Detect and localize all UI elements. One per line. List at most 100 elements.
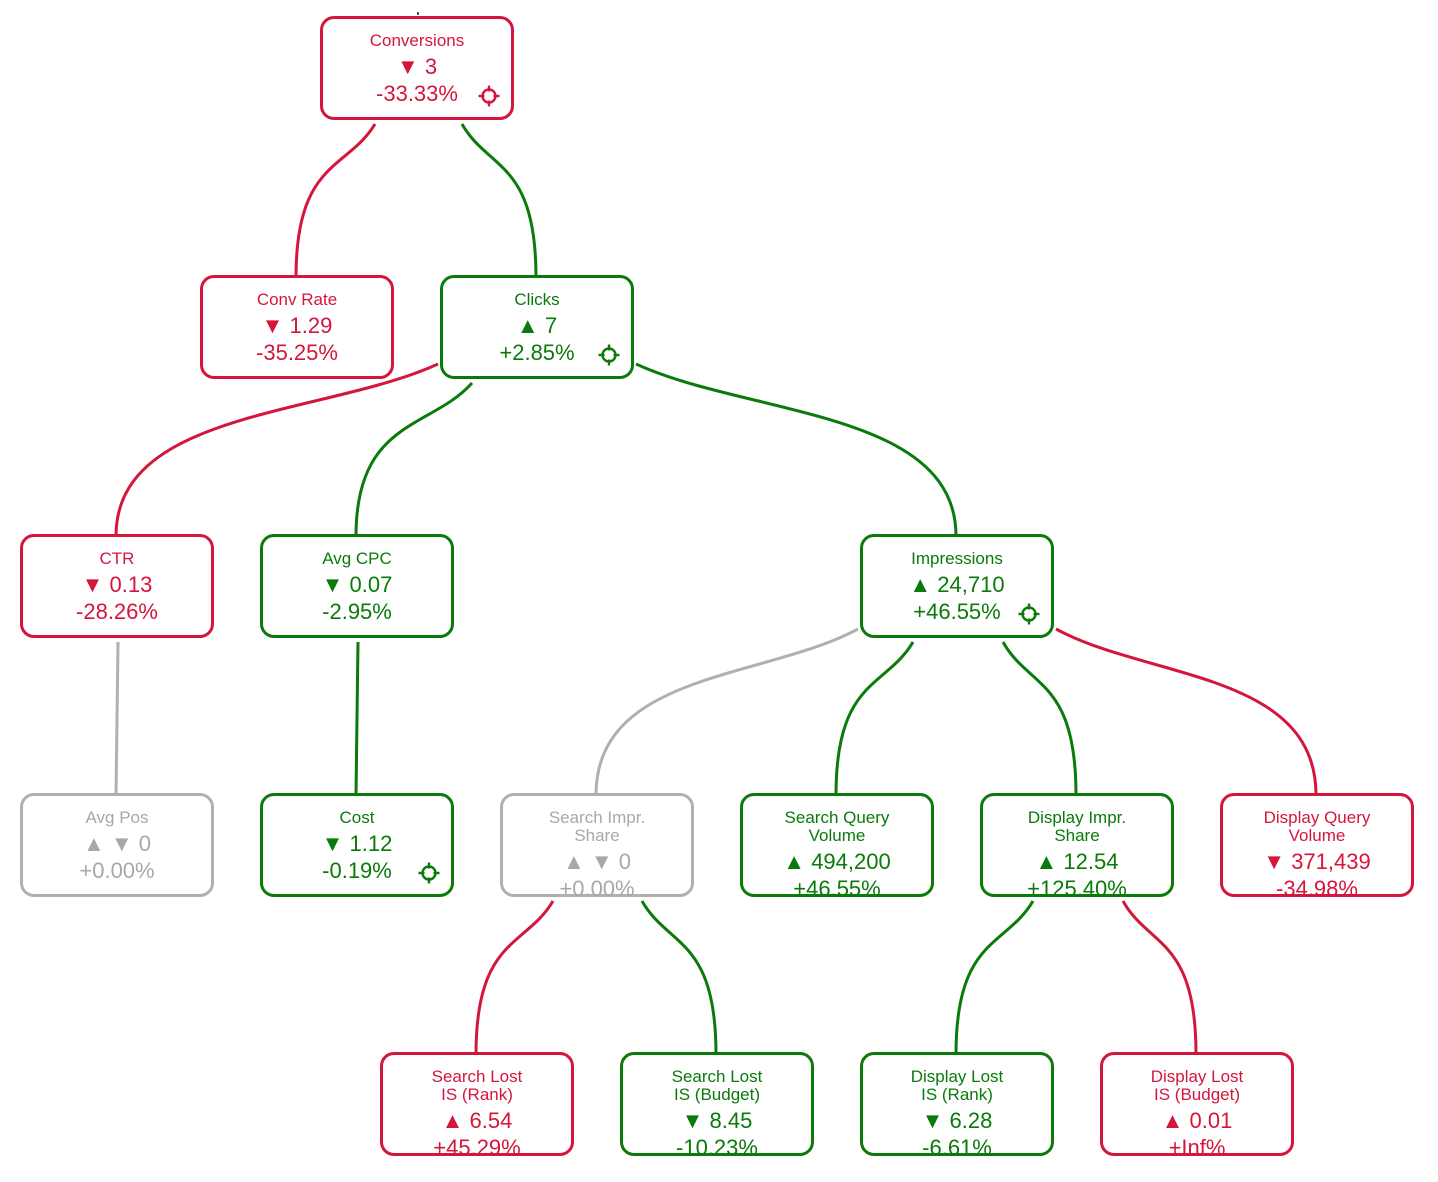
node-change-value: 0 (138, 831, 152, 856)
arrow-up-icon: ▲ (1161, 1108, 1184, 1133)
arrow-up-icon: ▲ (1035, 849, 1058, 874)
node-search-query-volume[interactable]: Search Query Volume ▲ 494,200+46.55% (740, 793, 934, 901)
node-conv-rate[interactable]: Conv Rate ▼ 1.29-35.25% (200, 275, 394, 379)
node-cost[interactable]: Cost ▼ 1.12-0.19% (260, 793, 454, 897)
node-conversions[interactable]: Conversions▼ 3-33.33% (320, 16, 514, 120)
node-search-lost-is-rank[interactable]: Search Lost IS (Rank) ▲ 6.54+45.29% (380, 1052, 574, 1160)
node-avg-cpc[interactable]: Avg CPC ▼ 0.07-2.95% (260, 534, 454, 638)
edge-conversions-to-conv-rate (294, 123, 377, 278)
edge-clicks-to-impressions (635, 362, 958, 537)
crosshair-icon-graphic (418, 862, 440, 884)
node-percent-change: -2.95% (322, 599, 392, 624)
node-percent-change: +125.40% (1027, 876, 1127, 901)
node-change: ▼ 1.29 (203, 312, 391, 339)
node-label: Display Lost IS (Rank) (910, 1067, 1004, 1104)
node-change-value: 0 (618, 849, 632, 874)
node-change-value: 8.45 (709, 1108, 753, 1133)
node-change: ▲ 24,710 (863, 571, 1051, 598)
node-change: ▼ 6.28 (863, 1107, 1051, 1134)
edge-display-impr-share-to-display-lost-is-budget (1121, 900, 1198, 1055)
edge-impressions-to-search-impr-share (594, 627, 859, 796)
node-change: ▲ 0.01 (1103, 1107, 1291, 1134)
node-label: Cost (339, 808, 375, 827)
node-label: Search Query Volume (784, 808, 890, 845)
node-impressions[interactable]: Impressions▲ 24,710+46.55% (860, 534, 1054, 638)
node-change: ▼ 0.07 (263, 571, 451, 598)
crosshair-icon[interactable] (597, 343, 621, 367)
node-change: ▲ 12.54 (983, 848, 1171, 875)
node-change: ▲ 7 (443, 312, 631, 339)
node-display-query-volume[interactable]: Display Query Volume ▼ 371,439-34.98% (1220, 793, 1414, 901)
top-tick-mark (417, 12, 419, 15)
arrow-down-icon: ▼ (681, 1108, 704, 1133)
node-display-lost-is-budget[interactable]: Display Lost IS (Budget)▲ 0.01+Inf% (1100, 1052, 1294, 1160)
node-change-value: 1.29 (289, 313, 333, 338)
node-percent-change: -35.25% (256, 340, 338, 365)
node-percent-change: -33.33% (376, 81, 458, 106)
crosshair-icon-graphic (478, 85, 500, 107)
arrow-up-icon: ▲ (441, 1108, 464, 1133)
node-change-value: 24,710 (937, 572, 1005, 597)
node-label: Display Query Volume (1263, 808, 1371, 845)
edge-clicks-to-avg-cpc (354, 382, 474, 537)
node-search-lost-is-budget[interactable]: Search Lost IS (Budget) ▼ 8.45-10.23% (620, 1052, 814, 1160)
node-change-value: 0.07 (349, 572, 393, 597)
edge-conversions-to-clicks (460, 123, 538, 278)
node-avg-pos[interactable]: Avg Pos▲ ▼ 0+0.00% (20, 793, 214, 897)
node-display-impr-share[interactable]: Display Impr. Share ▲ 12.54+125.40% (980, 793, 1174, 901)
node-label: Display Impr. Share (1027, 808, 1127, 845)
node-label: Avg CPC (322, 549, 392, 568)
node-label: Clicks (514, 290, 560, 309)
edge-ctr-to-avg-pos (114, 641, 120, 796)
crosshair-icon[interactable] (417, 861, 441, 885)
arrow-up-icon: ▲ (516, 313, 539, 338)
node-percent-change: -6.61% (922, 1135, 992, 1160)
arrow-down-icon: ▼ (396, 54, 419, 79)
node-change-value: 0.13 (109, 572, 153, 597)
crosshair-icon[interactable] (477, 84, 501, 108)
node-ctr[interactable]: CTR▼ 0.13-28.26% (20, 534, 214, 638)
node-label: Impressions (911, 549, 1003, 568)
arrow-down-icon: ▼ (921, 1108, 944, 1133)
node-change-value: 3 (424, 54, 438, 79)
arrow-up-icon: ▲ (909, 572, 932, 597)
node-change: ▲ ▼ 0 (503, 848, 691, 875)
edge-avg-cpc-to-cost (354, 641, 360, 796)
node-label: Avg Pos (85, 808, 149, 827)
edge-impressions-to-display-impr-share (1001, 641, 1078, 796)
arrow-up-icon: ▲ (783, 849, 806, 874)
edge-impressions-to-search-query-volume (834, 641, 915, 796)
crosshair-icon[interactable] (1017, 602, 1041, 626)
node-change: ▼ 1.12 (263, 830, 451, 857)
node-label: Conv Rate (256, 290, 338, 309)
node-label: CTR (99, 549, 135, 568)
edge-search-impr-share-to-search-lost-is-rank (474, 900, 555, 1055)
node-change-value: 12.54 (1063, 849, 1119, 874)
node-search-impr-share[interactable]: Search Impr. Share▲ ▼ 0+0.00% (500, 793, 694, 901)
node-percent-change: -0.19% (322, 858, 392, 883)
node-percent-change: -34.98% (1276, 876, 1358, 901)
node-change: ▼ 371,439 (1223, 848, 1411, 875)
node-label: Search Lost IS (Budget) (671, 1067, 763, 1104)
arrow-down-icon: ▼ (81, 572, 104, 597)
node-percent-change: +45.29% (433, 1135, 521, 1160)
node-percent-change: -10.23% (676, 1135, 758, 1160)
arrow-down-icon: ▼ (321, 572, 344, 597)
node-change-value: 371,439 (1291, 849, 1371, 874)
node-change-value: 1.12 (349, 831, 393, 856)
node-change-value: 6.28 (949, 1108, 993, 1133)
edge-impressions-to-display-query-volume (1055, 627, 1318, 796)
node-percent-change: +46.55% (793, 876, 881, 901)
node-clicks[interactable]: Clicks▲ 7+2.85% (440, 275, 634, 379)
node-change-value: 494,200 (811, 849, 891, 874)
arrow-down-icon: ▼ (1263, 849, 1286, 874)
node-change-value: 6.54 (469, 1108, 513, 1133)
node-change: ▼ 3 (323, 53, 511, 80)
node-percent-change: +0.00% (559, 876, 635, 901)
edge-clicks-to-ctr (114, 362, 439, 537)
node-change: ▼ 0.13 (23, 571, 211, 598)
node-display-lost-is-rank[interactable]: Display Lost IS (Rank) ▼ 6.28-6.61% (860, 1052, 1054, 1160)
node-label: Search Lost IS (Rank) (431, 1067, 523, 1104)
